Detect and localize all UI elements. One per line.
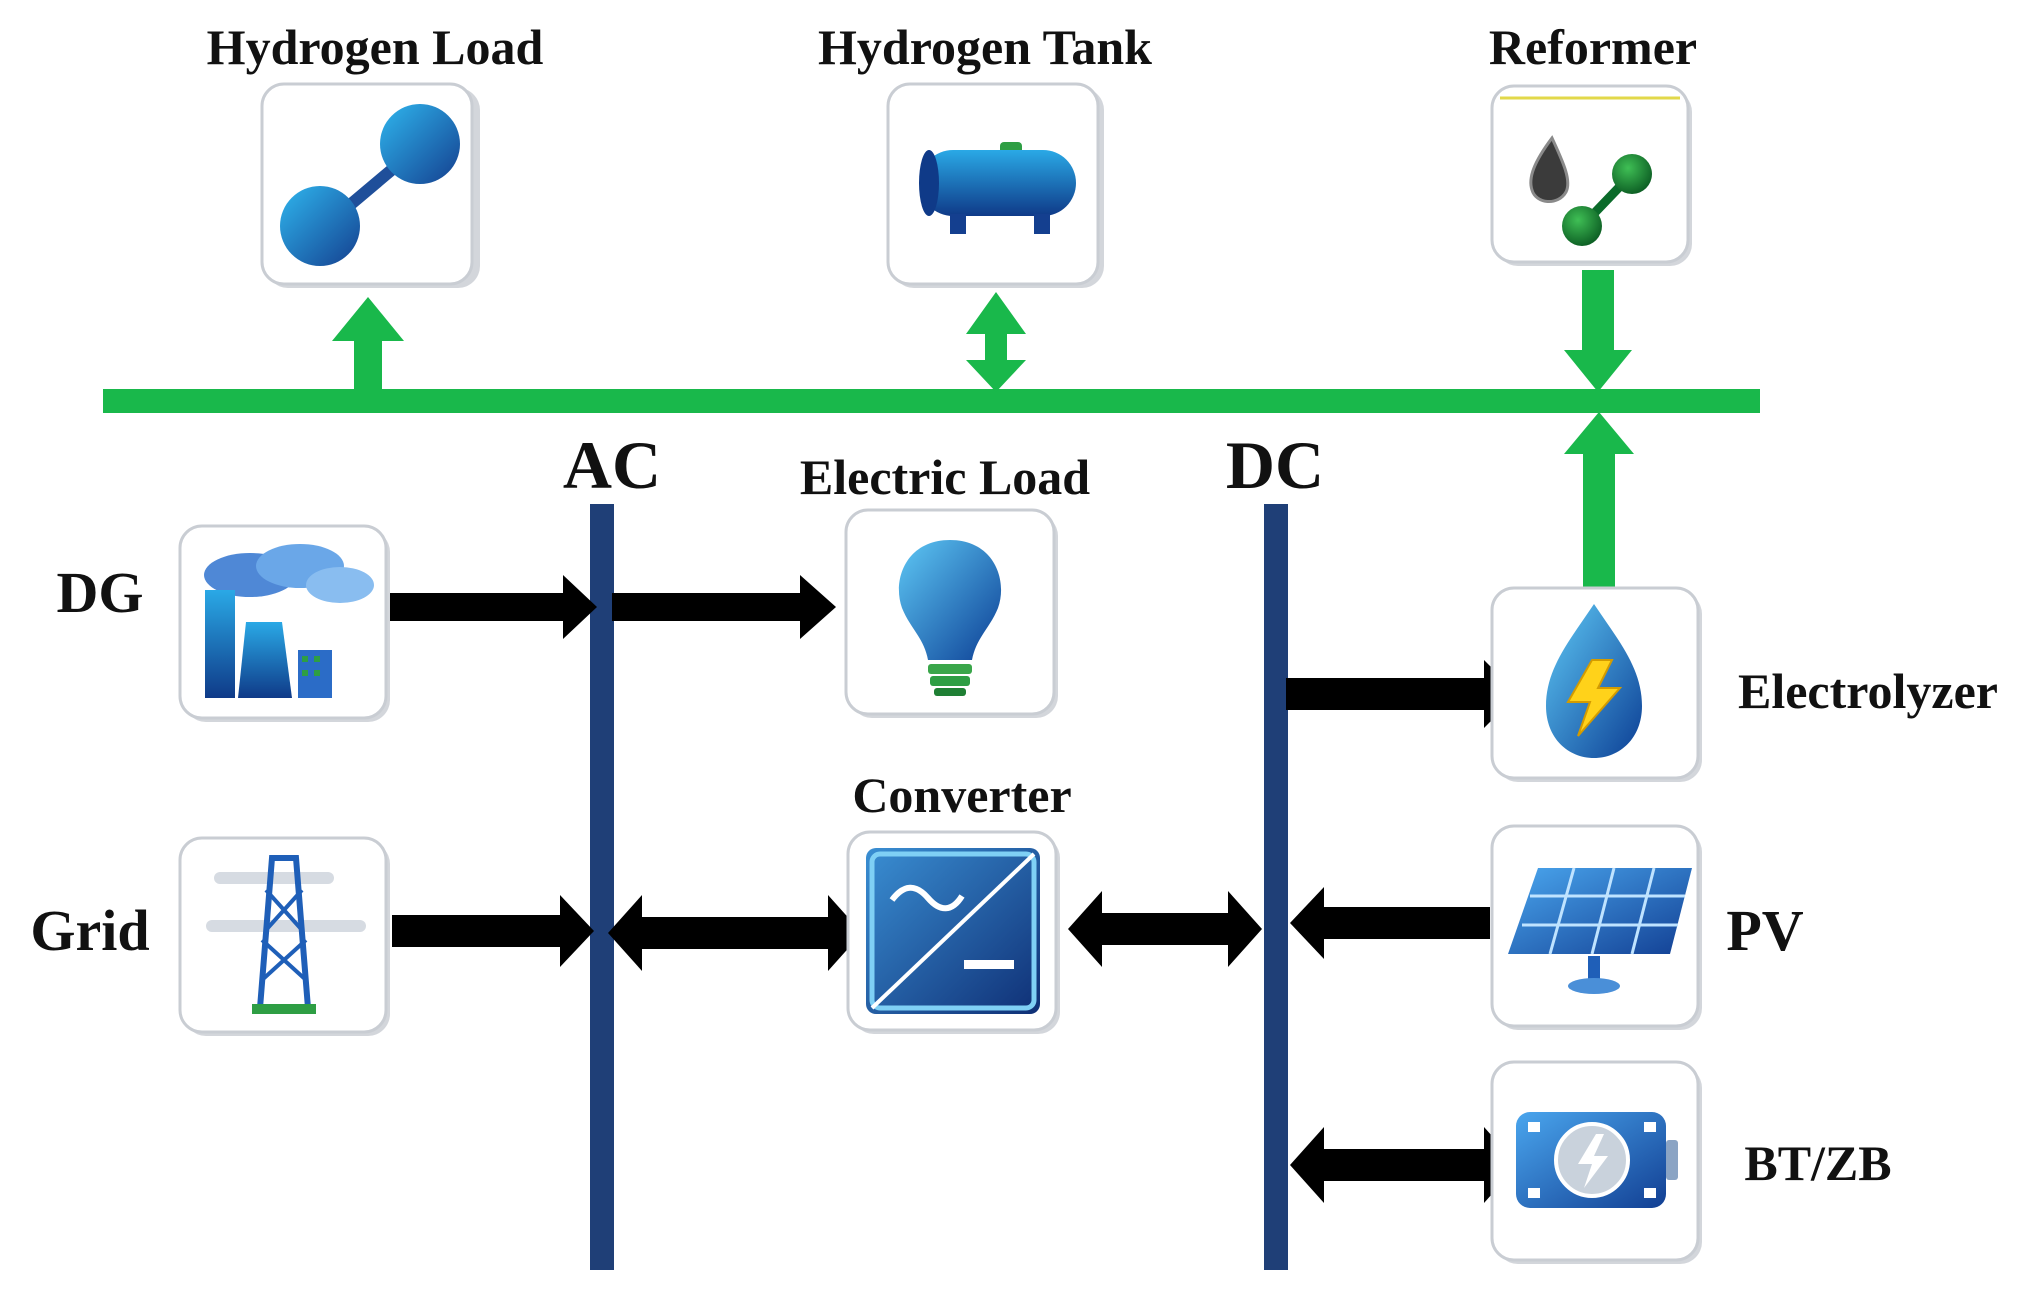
electrolyzer-node bbox=[1490, 586, 1702, 782]
light-bulb-icon bbox=[898, 540, 1002, 696]
battery-icon bbox=[1516, 1112, 1678, 1208]
solar-panel-icon bbox=[1508, 867, 1692, 994]
hydrogen-bus bbox=[103, 389, 1760, 413]
hydrogen-load-node bbox=[260, 82, 480, 288]
hydrogen-tank-node bbox=[886, 82, 1104, 288]
hydrogen-load-arrow bbox=[332, 297, 404, 391]
reformer-node bbox=[1490, 84, 1692, 266]
pv-node bbox=[1490, 824, 1702, 1030]
electric-load-label: Electric Load bbox=[800, 449, 1090, 505]
dg-label: DG bbox=[57, 560, 144, 625]
gas-tank-icon bbox=[919, 142, 1076, 234]
transmission-tower-icon bbox=[206, 855, 366, 1014]
ac-bus bbox=[590, 504, 614, 1270]
hydrogen-load-label: Hydrogen Load bbox=[207, 19, 544, 75]
hydrogen-tank-label: Hydrogen Tank bbox=[818, 19, 1152, 75]
converter-dc-arrow bbox=[1068, 891, 1262, 967]
converter-node bbox=[846, 830, 1060, 1034]
ac-to-electric-load-arrow bbox=[612, 575, 836, 639]
grid-label: Grid bbox=[30, 898, 149, 963]
electric-load-node bbox=[844, 508, 1058, 718]
bt-zb-label: BT/ZB bbox=[1744, 1135, 1891, 1191]
converter-label: Converter bbox=[852, 767, 1071, 823]
dc-bus bbox=[1264, 504, 1288, 1270]
pv-to-dc-arrow bbox=[1290, 887, 1490, 959]
dc-to-electrolyzer-arrow bbox=[1286, 660, 1518, 728]
dc-bus-label: DC bbox=[1226, 427, 1324, 503]
dg-to-ac-arrow bbox=[385, 575, 597, 639]
power-plant-icon bbox=[204, 544, 374, 698]
ac-dc-converter-icon bbox=[866, 848, 1040, 1014]
battery-node bbox=[1490, 1060, 1702, 1264]
electrolyzer-label: Electrolyzer bbox=[1738, 663, 1998, 719]
electrolyzer-icon bbox=[1546, 604, 1642, 758]
ac-bus-label: AC bbox=[563, 427, 661, 503]
grid-to-ac-arrow bbox=[392, 895, 594, 967]
reformer-icon bbox=[1529, 135, 1652, 246]
grid-node bbox=[178, 836, 390, 1036]
reformer-label: Reformer bbox=[1489, 19, 1697, 75]
ac-converter-arrow bbox=[608, 895, 862, 971]
dg-node bbox=[178, 524, 390, 722]
hydrogen-tank-arrow bbox=[966, 292, 1026, 392]
reformer-arrow bbox=[1564, 270, 1632, 392]
electrolyzer-arrow bbox=[1564, 412, 1634, 594]
hydrogen-molecule-icon bbox=[280, 104, 460, 266]
pv-label: PV bbox=[1726, 898, 1803, 963]
dc-battery-arrow bbox=[1290, 1127, 1518, 1203]
